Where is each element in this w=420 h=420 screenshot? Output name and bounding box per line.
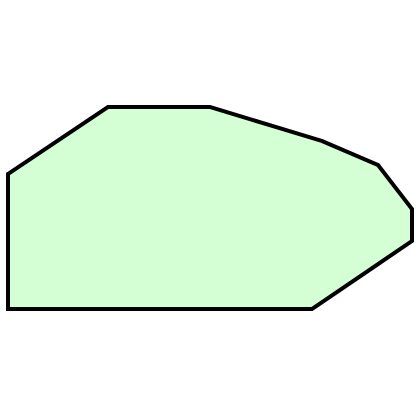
green-polygon (6, 105, 414, 311)
